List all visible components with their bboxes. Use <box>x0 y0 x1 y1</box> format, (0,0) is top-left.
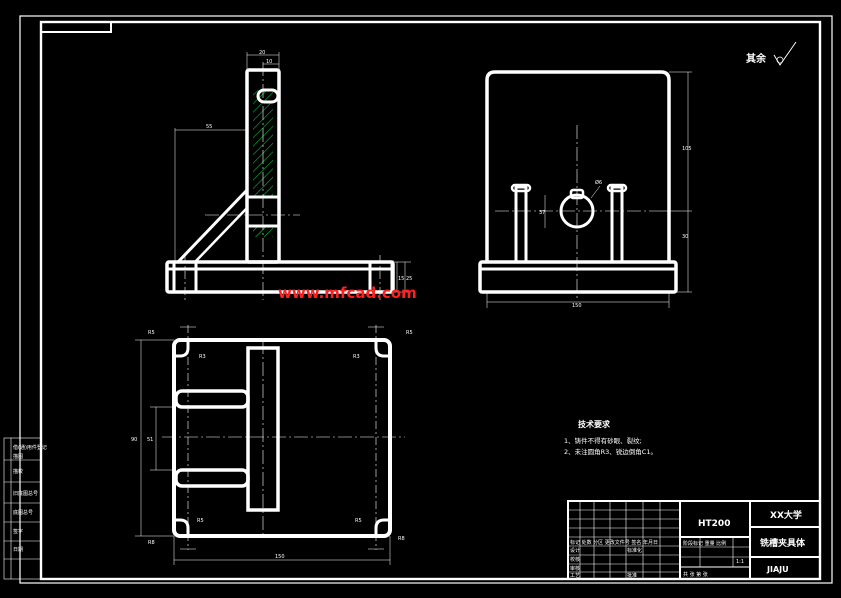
corner-tag-box <box>40 21 112 33</box>
tb-stage: 阶段标记 重量 比例 <box>683 540 726 547</box>
dim-front-height: 105 <box>682 146 692 152</box>
tech-req-line-1: 1、铸件不得有砂眼、裂纹; <box>564 436 642 445</box>
tb-sheets: 共 张 第 张 <box>683 571 708 578</box>
tb-scale: 1:1 <box>736 559 744 565</box>
dim-plan-w: 150 <box>275 554 285 560</box>
stamp-3: 描校 <box>13 468 23 475</box>
dim-front-w: 150 <box>572 303 582 309</box>
stamp-6: 签字 <box>13 528 23 535</box>
plan-view: 150 90 51 R5 R5 R3 R3 R8 R8 R5 R5 <box>131 325 413 565</box>
tb-label-process: 工艺 <box>570 573 580 579</box>
tb-drawing-no: JIAJU <box>766 565 789 574</box>
svg-text:其余: 其余 <box>746 52 767 65</box>
side-view: 20 10 55 25 15 <box>165 50 412 300</box>
dim-r5-4: R5 <box>355 518 362 524</box>
tb-label-design: 设计 <box>570 547 580 554</box>
dim-r5-2: R5 <box>406 330 413 336</box>
dim-r8-1: R8 <box>148 540 155 546</box>
tb-material: HT200 <box>698 519 730 529</box>
stamp-7: 日期 <box>13 547 23 553</box>
tb-header: 标记 处数 分区 更改文件号 签名 年月日 <box>570 539 658 546</box>
dim-plan-h: 90 <box>131 437 137 443</box>
tb-label-std: 标准化 <box>627 547 642 554</box>
front-view: Ø6 105 30 37 150 <box>478 70 692 309</box>
tb-part-name: 铣槽夹具体 <box>760 537 806 549</box>
tb-label-approve: 批准 <box>627 572 637 579</box>
tb-school: XX大学 <box>770 509 802 521</box>
tech-req-line-2: 2、未注圆角R3、锐边倒角C1。 <box>564 447 657 456</box>
dim-plan-h2: 51 <box>147 437 153 443</box>
dim-side-h1: 25 <box>406 276 412 282</box>
dim-side-depth: 55 <box>206 124 212 130</box>
tech-req-title: 技术要求 <box>578 419 611 429</box>
roughness-symbol-icon <box>773 41 797 66</box>
dim-front-small: 37 <box>539 210 545 216</box>
dim-front-hole: Ø6 <box>595 179 602 186</box>
stamp-1: 借(通)用件登记 <box>13 444 47 451</box>
dim-front-h2: 30 <box>682 234 688 240</box>
tb-label-check: 校核 <box>570 556 580 563</box>
tb-label-review: 审核 <box>570 565 580 572</box>
stamp-2: 描图 <box>13 453 23 460</box>
dim-r5-1: R5 <box>148 330 155 336</box>
dim-r5-3: R5 <box>197 518 204 524</box>
roughness-note: 其余 <box>746 41 797 66</box>
outer-border <box>19 15 833 584</box>
watermark: www.mfcad.com <box>278 284 417 302</box>
tech-requirements: 技术要求 1、铸件不得有砂眼、裂纹; 2、未注圆角R3、锐边倒角C1。 <box>564 419 657 456</box>
inner-border <box>39 20 822 581</box>
dim-r8-2: R8 <box>398 536 405 542</box>
hatch-section <box>253 90 273 197</box>
side-stamp: 借(通)用件登记 描图 描校 旧底图总号 底图总号 签字 日期 <box>3 437 47 580</box>
stamp-5: 底图总号 <box>13 509 33 516</box>
dim-r3-1: R3 <box>199 354 206 360</box>
dim-side-h2: 15 <box>398 276 404 282</box>
dim-side-top-small: 10 <box>266 59 272 65</box>
dim-r3-2: R3 <box>353 354 360 360</box>
stamp-4: 旧底图总号 <box>13 490 38 497</box>
dim-side-top-w: 20 <box>259 50 265 56</box>
title-block: 标记 处数 分区 更改文件号 签名 年月日 设计 校核 审核 工艺 标准化 批准… <box>567 500 821 580</box>
